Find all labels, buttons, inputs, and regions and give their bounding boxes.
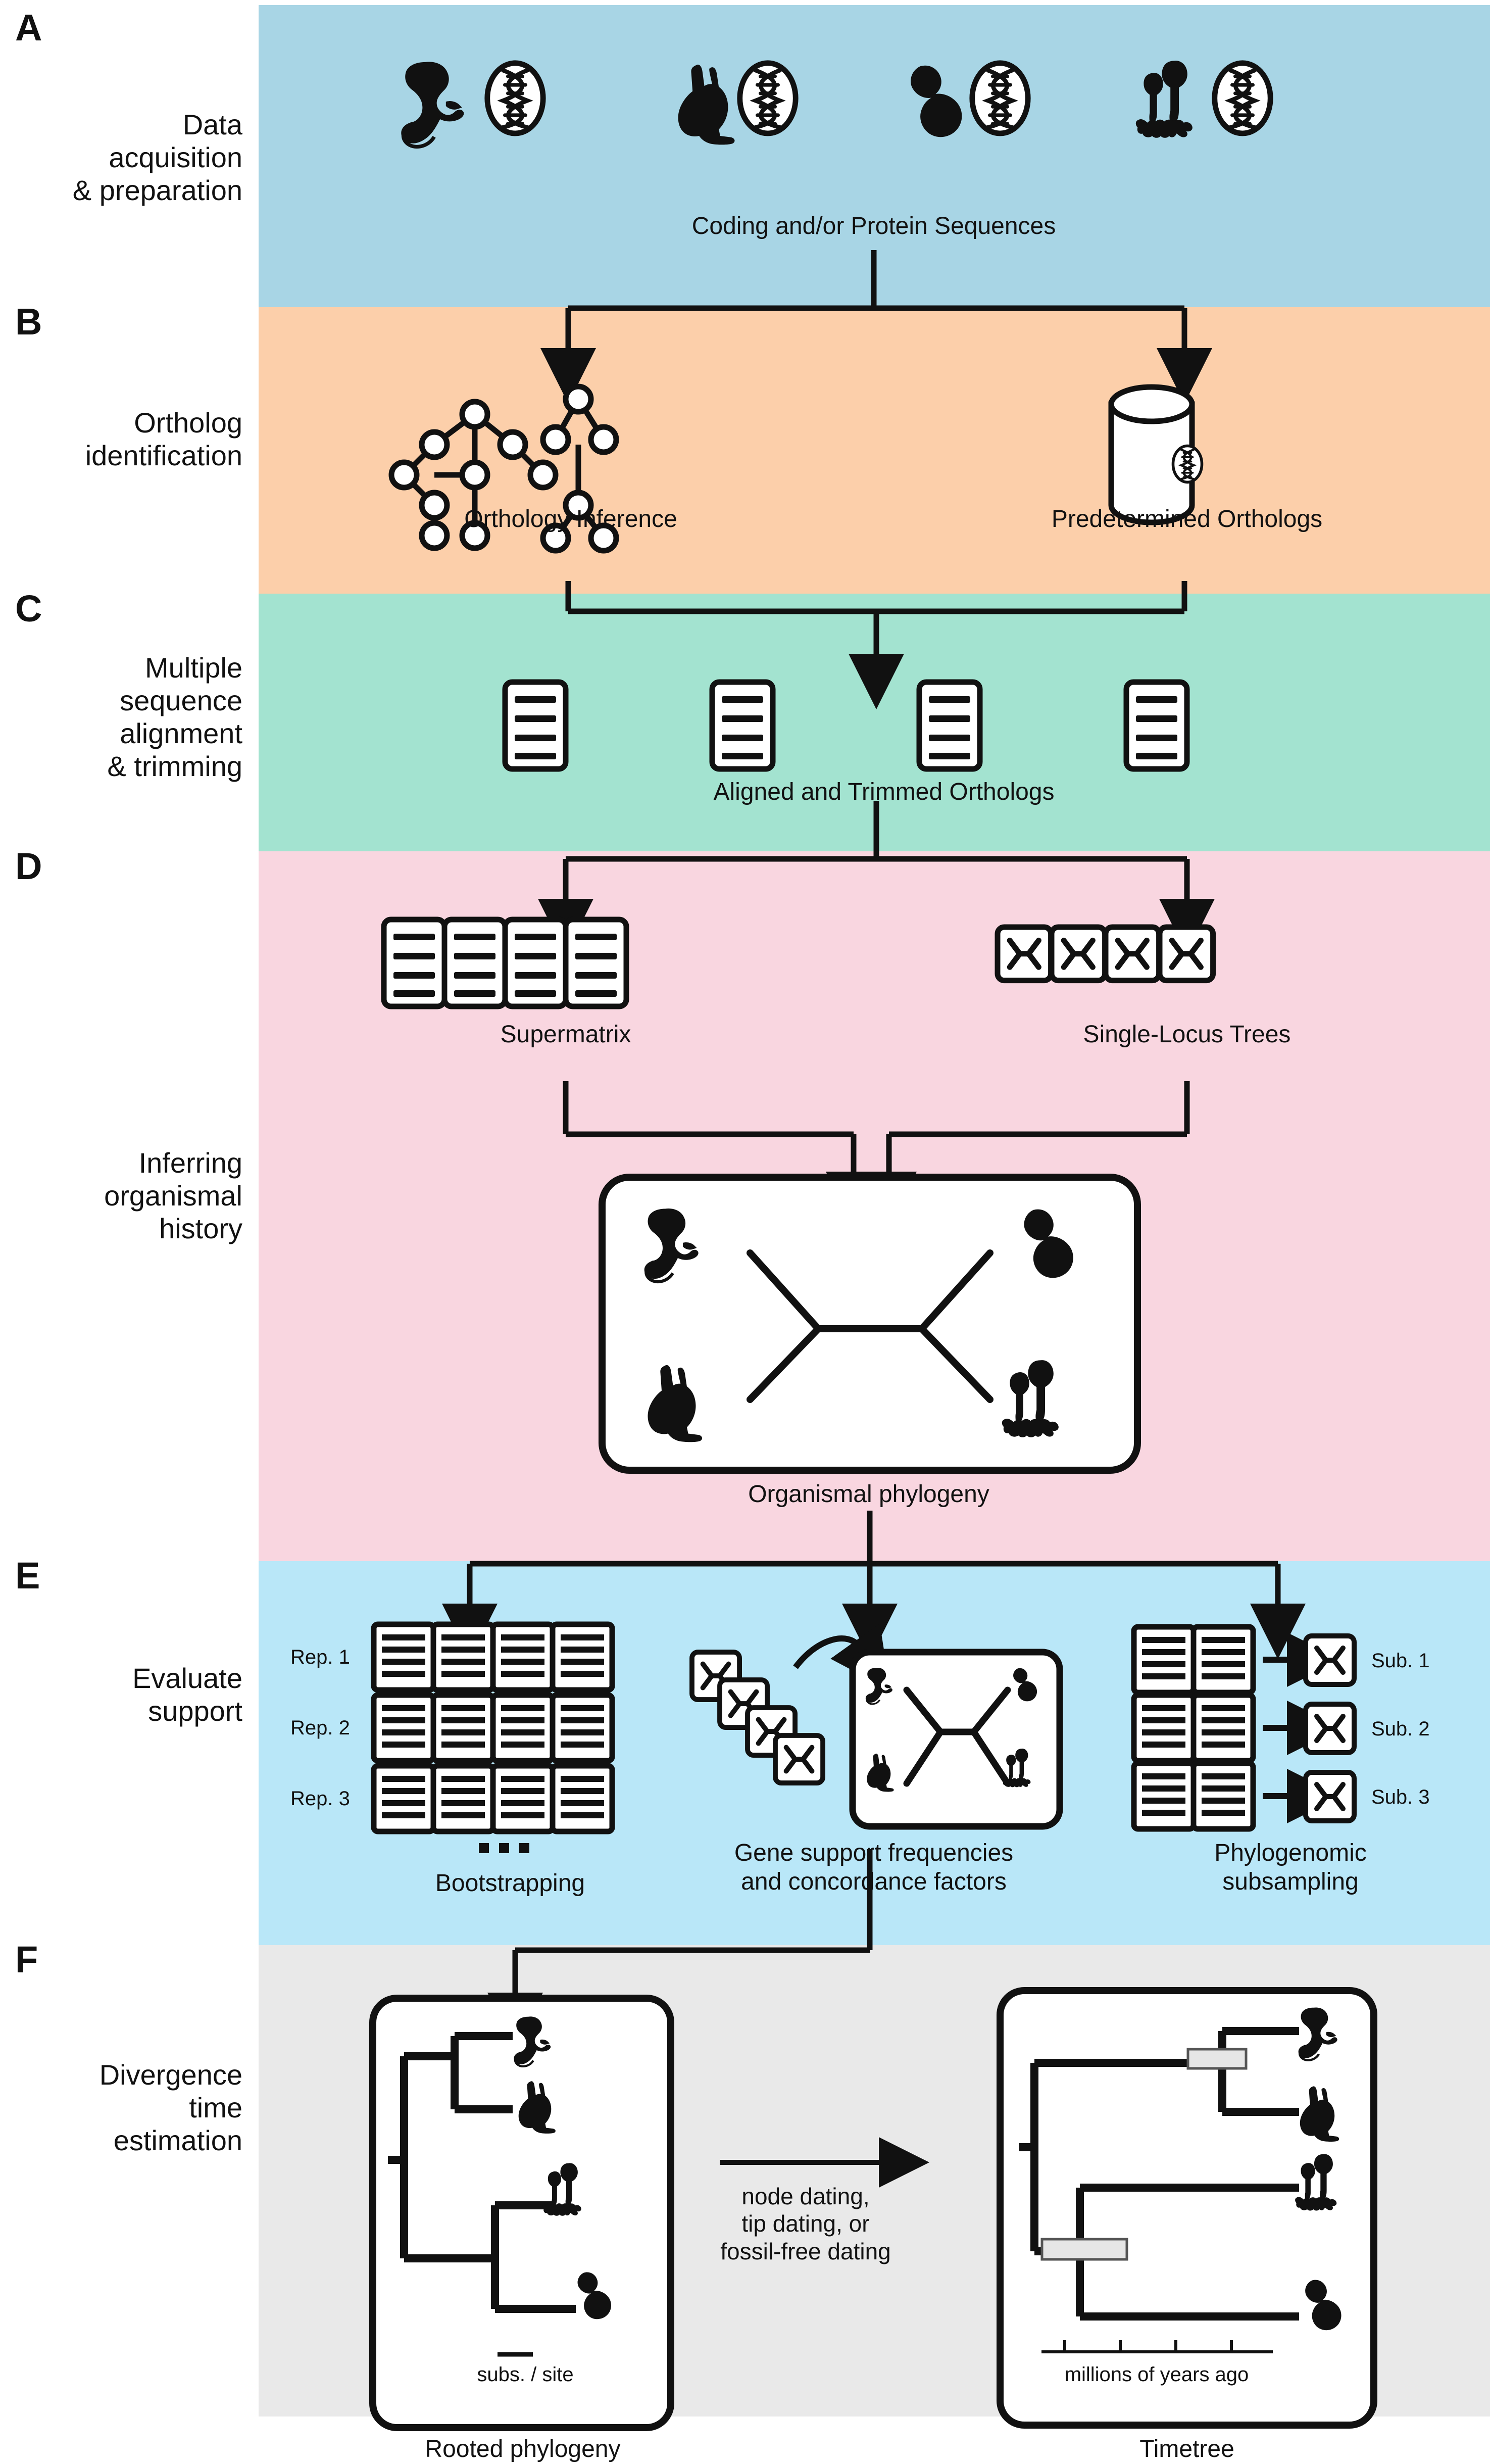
summarize-arrow: [793, 1623, 890, 1690]
scale-bar-label: subs. / site: [477, 2363, 574, 2386]
caption-gene-support-line-1: Gene support frequencies: [734, 1840, 1014, 1866]
caption-supermatrix: Supermatrix: [500, 1021, 631, 1048]
rooted-tree: [388, 2032, 576, 2313]
bootstrapping-icon: [371, 1621, 615, 1853]
connector-d-inner: [563, 1081, 1190, 1227]
organism-mushroom-icon: [1135, 61, 1193, 138]
panel-title-b-line-2: identification: [85, 439, 242, 471]
panel-title-e-line-1: Evaluate: [132, 1662, 242, 1694]
panel-title-c-line-1: Multiple: [145, 652, 242, 684]
bootstrap-ellipsis: [479, 1843, 529, 1853]
organism-rabbit-icon: [678, 64, 735, 145]
dating-line-1: node dating,: [741, 2183, 870, 2209]
dna-icon-4: [1215, 63, 1270, 133]
dna-icon-1: [487, 63, 543, 133]
organism-yeast-icon: [911, 65, 962, 137]
caption-single-locus-trees: Single-Locus Trees: [1083, 1021, 1291, 1048]
connector-e-to-f: [487, 1849, 873, 2048]
phylogenomic-subsampling-icon: [1131, 1624, 1354, 1832]
caption-predetermined-orthologs: Predetermined Orthologs: [1051, 506, 1323, 533]
dna-icon-3: [972, 63, 1028, 133]
caption-gene-support-line-2: and concordance factors: [741, 1868, 1007, 1895]
panel-title-a-line-3: & preparation: [72, 174, 242, 206]
rooted-phylogeny-box: [369, 1995, 674, 2431]
panel-letter-b: B: [15, 301, 42, 343]
panel-letter-f: F: [15, 1939, 38, 1980]
panel-title-c: Multiple sequence alignment & trimming: [0, 652, 242, 783]
bootstrap-replicate-label-3: Rep. 3: [290, 1787, 350, 1810]
caption-aligned-orthologs: Aligned and Trimmed Orthologs: [713, 779, 1055, 805]
timetree-box: [997, 1987, 1377, 2429]
dna-icon-2: [740, 63, 796, 133]
timetree-axis-label: millions of years ago: [1064, 2363, 1249, 2386]
caption-organismal-phylogeny: Organismal phylogeny: [748, 1481, 989, 1508]
organismal-phylogeny-box: [599, 1174, 1141, 1474]
caption-coding-sequences: Coding and/or Protein Sequences: [691, 213, 1056, 239]
panel-title-c-line-4: & trimming: [107, 750, 242, 782]
panel-title-d: Inferring organismal history: [0, 1147, 242, 1245]
panel-title-b-line-1: Ortholog: [134, 407, 242, 439]
caption-subsampling-line-2: subsampling: [1222, 1868, 1359, 1895]
caption-subsampling-line-1: Phylogenomic: [1214, 1840, 1367, 1866]
panel-title-f-line-3: estimation: [113, 2124, 242, 2156]
connector-a-to-b: [540, 250, 1212, 404]
panel-title-e: Evaluate support: [0, 1662, 242, 1728]
database-dna-icon: [1108, 384, 1202, 525]
panel-title-f: Divergence time estimation: [0, 2059, 242, 2157]
panel-title-c-line-2: sequence: [120, 684, 242, 716]
subsample-label-3: Sub. 3: [1371, 1786, 1430, 1808]
supermatrix-icon: [384, 920, 626, 1006]
dating-line-3: fossil-free dating: [720, 2238, 891, 2264]
panel-title-b: Ortholog identification: [0, 407, 242, 472]
caption-timetree: Timetree: [1139, 2436, 1234, 2462]
connector-d-to-e: [442, 1511, 1306, 1659]
bootstrap-replicate-label-1: Rep. 1: [290, 1646, 350, 1668]
dating-line-2: tip dating, or: [741, 2210, 870, 2237]
panel-title-a: Data acquisition & preparation: [0, 109, 242, 207]
aligned-orthologs-group: [505, 682, 1187, 769]
panel-title-a-line-2: acquisition: [109, 141, 242, 173]
panel-title-e-line-2: support: [148, 1695, 242, 1727]
bootstrap-replicate-label-2: Rep. 2: [290, 1717, 350, 1739]
panel-letter-c: C: [15, 588, 42, 630]
panel-title-a-line-1: Data: [182, 109, 242, 140]
connector-b-to-c: [565, 581, 1187, 709]
organism-monkey-icon: [401, 62, 464, 147]
timetree-axis: [1041, 2340, 1273, 2353]
panel-title-f-line-2: time: [189, 2091, 242, 2123]
panel-title-f-line-1: Divergence: [99, 2059, 242, 2091]
caption-rooted-phylogeny: Rooted phylogeny: [425, 2436, 621, 2462]
label-dating-methods: node dating, tip dating, or fossil-free …: [700, 2183, 912, 2265]
caption-bootstrapping: Bootstrapping: [435, 1870, 585, 1897]
caption-orthology-inference: Orthology Inference: [464, 506, 677, 533]
single-locus-trees-icon: [998, 927, 1213, 981]
summary-tree-box: [849, 1649, 1063, 1830]
node-age-bars: [1040, 2048, 1248, 2261]
panel-title-d-line-2: organismal: [104, 1179, 242, 1212]
connector-c-to-d: [538, 801, 1215, 954]
panel-title-d-line-1: Inferring: [138, 1147, 242, 1179]
caption-gene-support: Gene support frequencies and concordance…: [647, 1839, 1101, 1896]
subsample-label-2: Sub. 2: [1371, 1718, 1430, 1740]
subsample-label-1: Sub. 1: [1371, 1650, 1430, 1672]
gene-support-icon: [692, 1623, 1063, 1830]
panel-letter-e: E: [15, 1555, 40, 1597]
panel-title-d-line-3: history: [159, 1212, 242, 1244]
caption-phylogenomic-subsampling: Phylogenomic subsampling: [1134, 1839, 1447, 1896]
unrooted-tree: [747, 1249, 994, 1403]
panel-letter-a: A: [15, 7, 42, 49]
panel-letter-d: D: [15, 845, 42, 887]
gene-network-icon: [391, 386, 616, 551]
panel-title-c-line-3: alignment: [120, 717, 242, 749]
panel-a-organism-row: [401, 61, 1270, 147]
